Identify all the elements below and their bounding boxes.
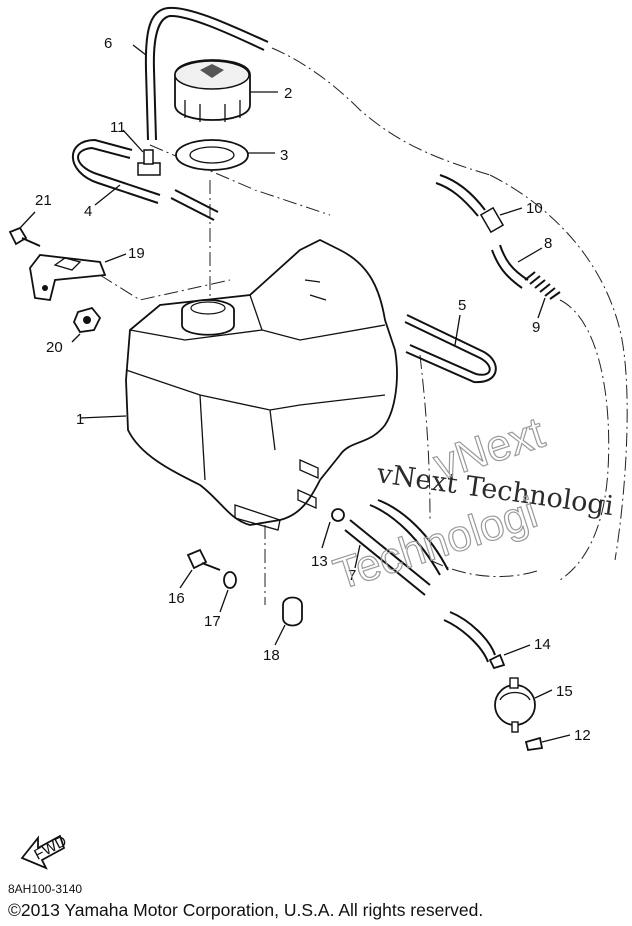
washer-part-17	[219, 571, 237, 613]
callout-9: 9	[532, 319, 540, 336]
callout-2: 2	[284, 85, 292, 102]
callout-5: 5	[458, 297, 466, 314]
callout-17: 17	[204, 613, 221, 630]
callout-15: 15	[556, 683, 573, 700]
callout-3: 3	[280, 147, 288, 164]
callout-numbers: 1 2 3 4 5 6 7 8 9 10 11 12 13 14 15 16 1…	[35, 35, 591, 744]
callout-13: 13	[311, 553, 328, 570]
bolt-part-16	[179, 548, 221, 589]
callout-14: 14	[534, 636, 551, 653]
grommet-part-18	[274, 596, 303, 646]
tank-cap-part-2	[174, 59, 278, 122]
t-joint-part-11	[122, 129, 161, 176]
callout-8: 8	[544, 235, 552, 252]
callout-4: 4	[84, 203, 92, 220]
hose-with-spring-part-8-9	[491, 244, 561, 319]
hose-part-5	[404, 314, 497, 384]
document-id: 8AH100-3140	[8, 882, 83, 896]
copyright-notice: ©2013 Yamaha Motor Corporation, U.S.A. A…	[8, 900, 484, 920]
joint-part-10	[435, 174, 523, 234]
callout-10: 10	[526, 200, 543, 217]
clamp-part-14	[488, 644, 531, 670]
forward-arrow-icon: FWD	[20, 833, 70, 870]
hose-part-4	[71, 138, 161, 206]
breather-hose-part-6	[132, 6, 269, 141]
hose-segment	[170, 189, 219, 221]
callout-21: 21	[35, 192, 52, 209]
clamp-part-13	[321, 508, 345, 549]
callout-16: 16	[168, 590, 185, 607]
hoses-part-7	[344, 499, 496, 663]
callout-20: 20	[46, 339, 63, 356]
callout-1: 1	[76, 411, 84, 428]
assembly-guide-lines	[99, 47, 628, 605]
bracket-part-19	[29, 253, 127, 301]
callout-18: 18	[263, 647, 280, 664]
callout-12: 12	[574, 727, 591, 744]
bolt-part-21	[8, 211, 41, 247]
callout-19: 19	[128, 245, 145, 262]
callout-7: 7	[348, 567, 356, 584]
oil-tank-part-1	[79, 238, 398, 531]
gasket-part-3	[175, 139, 275, 171]
nut-part-20	[71, 306, 102, 343]
callout-11: 11	[110, 119, 126, 136]
watermark-line2b: Technologi	[328, 488, 543, 600]
fwd-label: FWD	[31, 833, 69, 864]
clamp-part-12	[524, 734, 571, 752]
filter-part-15	[494, 677, 553, 733]
callout-6: 6	[104, 35, 112, 52]
